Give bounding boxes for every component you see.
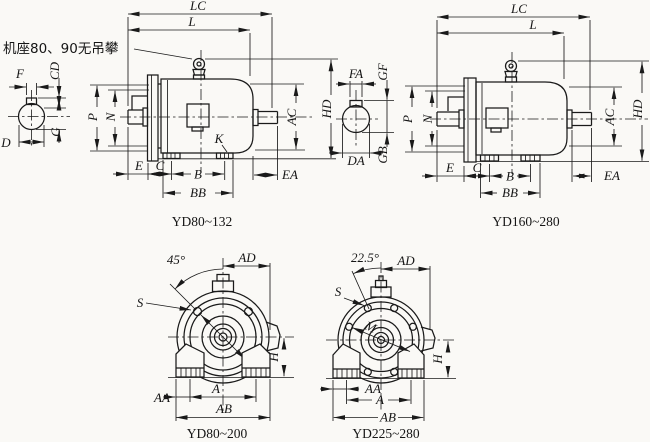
- dim-label-gb: GB: [375, 146, 390, 163]
- lifting-eyebolt: [192, 57, 206, 71]
- dim-label-cd: CD: [47, 61, 62, 80]
- dim-label-a: A: [211, 381, 220, 396]
- dim-label-d: D: [0, 135, 11, 150]
- dimension-lines: LC L P N E C B BB EA: [400, 1, 649, 200]
- bolt-hole: [192, 306, 203, 317]
- shaft-end-detail: FA GF GB DA: [329, 62, 394, 168]
- dim-label-b: B: [194, 167, 202, 182]
- dim-label-p: P: [85, 113, 100, 122]
- end-shield: [146, 74, 159, 162]
- dim-label-s: S: [335, 284, 342, 299]
- foot-pad: [162, 152, 181, 160]
- bolt-hole: [408, 322, 418, 331]
- end-shield: [463, 77, 477, 163]
- view-caption: YD80~132: [172, 214, 233, 229]
- dim-label-aa: AA: [153, 390, 170, 405]
- dimension-lines: 45° S AD H A AA AB: [137, 250, 287, 421]
- shaft-collar: [142, 107, 149, 127]
- dim-label-e: E: [134, 158, 143, 173]
- note-no-lifting-lug: 机座80、90无吊攀: [3, 41, 119, 57]
- dim-label-hd: HD: [319, 99, 334, 119]
- motor-front: [168, 258, 294, 412]
- dim-label-l: L: [187, 14, 195, 29]
- dimension-lines: 22.5° S M AD H AA A AB: [320, 250, 451, 425]
- terminal-box: [186, 103, 210, 128]
- bolt-circle-arrow: [200, 314, 246, 360]
- dim-label-h: H: [266, 352, 281, 363]
- dim-label-hd: HD: [630, 99, 645, 119]
- dim-label-ea: EA: [281, 167, 298, 182]
- view-caption: YD225~280: [352, 426, 420, 441]
- bearing-boss: [447, 96, 464, 111]
- dim-label-ea: EA: [603, 168, 620, 183]
- foot-pad: [520, 154, 541, 162]
- shaft-collar: [458, 109, 465, 129]
- dim-label-a: A: [375, 392, 384, 407]
- dim-label-l: L: [528, 17, 536, 32]
- dim-label-ad: AD: [237, 250, 256, 265]
- dim-label-da: DA: [346, 153, 364, 168]
- bearing-boss: [131, 95, 148, 110]
- dim-label-h: H: [430, 354, 445, 365]
- lifting-eyebolt: [504, 59, 518, 73]
- dim-label-ab: AB: [379, 410, 396, 425]
- bolt-hole: [344, 322, 354, 331]
- dim-label-n: N: [103, 111, 118, 122]
- side-lug: [420, 326, 436, 352]
- dim-label-c: C: [473, 160, 482, 175]
- bolt-hole: [243, 306, 254, 317]
- dim-label-ac: AC: [602, 108, 617, 126]
- dim-label-bb: BB: [190, 185, 206, 200]
- bolt-hole: [390, 303, 399, 313]
- dim-label-s: S: [137, 295, 144, 310]
- dim-label-g: G: [48, 127, 63, 137]
- side-lug: [265, 321, 281, 352]
- keyway: [25, 97, 38, 106]
- angle-arc: [174, 268, 224, 290]
- terminal-box: [485, 107, 509, 129]
- motor-body: [430, 52, 649, 174]
- dim-label-lc: LC: [189, 0, 206, 13]
- foot: [175, 343, 205, 378]
- dim-label-e: E: [445, 160, 454, 175]
- bolt-hole: [363, 367, 372, 377]
- bolt-hole: [363, 303, 372, 313]
- angle-arc: [353, 266, 382, 274]
- dim-label-f: F: [15, 66, 25, 81]
- dim-label-ad: AD: [396, 253, 415, 268]
- dim-label-b: B: [506, 169, 514, 184]
- angle-label: 22.5°: [351, 250, 379, 265]
- dim-label-aa: AA: [364, 381, 381, 396]
- dim-label-ac: AC: [284, 108, 299, 126]
- dim-label-gf: GF: [375, 62, 390, 80]
- view-yd80-132: F CD G D 机座80、90无吊攀: [0, 0, 338, 229]
- note-leader-line: [133, 48, 193, 60]
- view-yd160-280: FA GF GB DA: [329, 1, 649, 229]
- motor-body: [120, 50, 336, 172]
- keyway: [349, 99, 363, 108]
- view-yd225-280: 22.5° S M AD H AA A AB YD225~280: [320, 250, 456, 441]
- bolt-circle-arrow: [351, 327, 411, 352]
- view-caption: YD160~280: [492, 214, 560, 229]
- dim-label-fa: FA: [348, 66, 363, 81]
- dim-label-n: N: [420, 113, 435, 124]
- view-caption: YD80~200: [187, 426, 248, 441]
- view-yd80-200: 45° S AD H A AA AB YD80~200: [137, 250, 294, 441]
- shaft-end-detail: F CD G D: [0, 61, 70, 150]
- dim-label-k: K: [214, 131, 225, 146]
- bolt-hole: [390, 367, 399, 377]
- dim-label-ab: AB: [215, 401, 232, 416]
- angle-label: 45°: [167, 252, 185, 267]
- dim-label-bb: BB: [502, 185, 518, 200]
- dimension-lines: LC L P N E C B BB K EA: [85, 0, 338, 200]
- motor-front: [326, 262, 456, 412]
- dim-label-p: P: [400, 115, 415, 124]
- dim-label-c: C: [156, 158, 165, 173]
- foot: [241, 343, 271, 378]
- dim-label-lc: LC: [510, 1, 527, 16]
